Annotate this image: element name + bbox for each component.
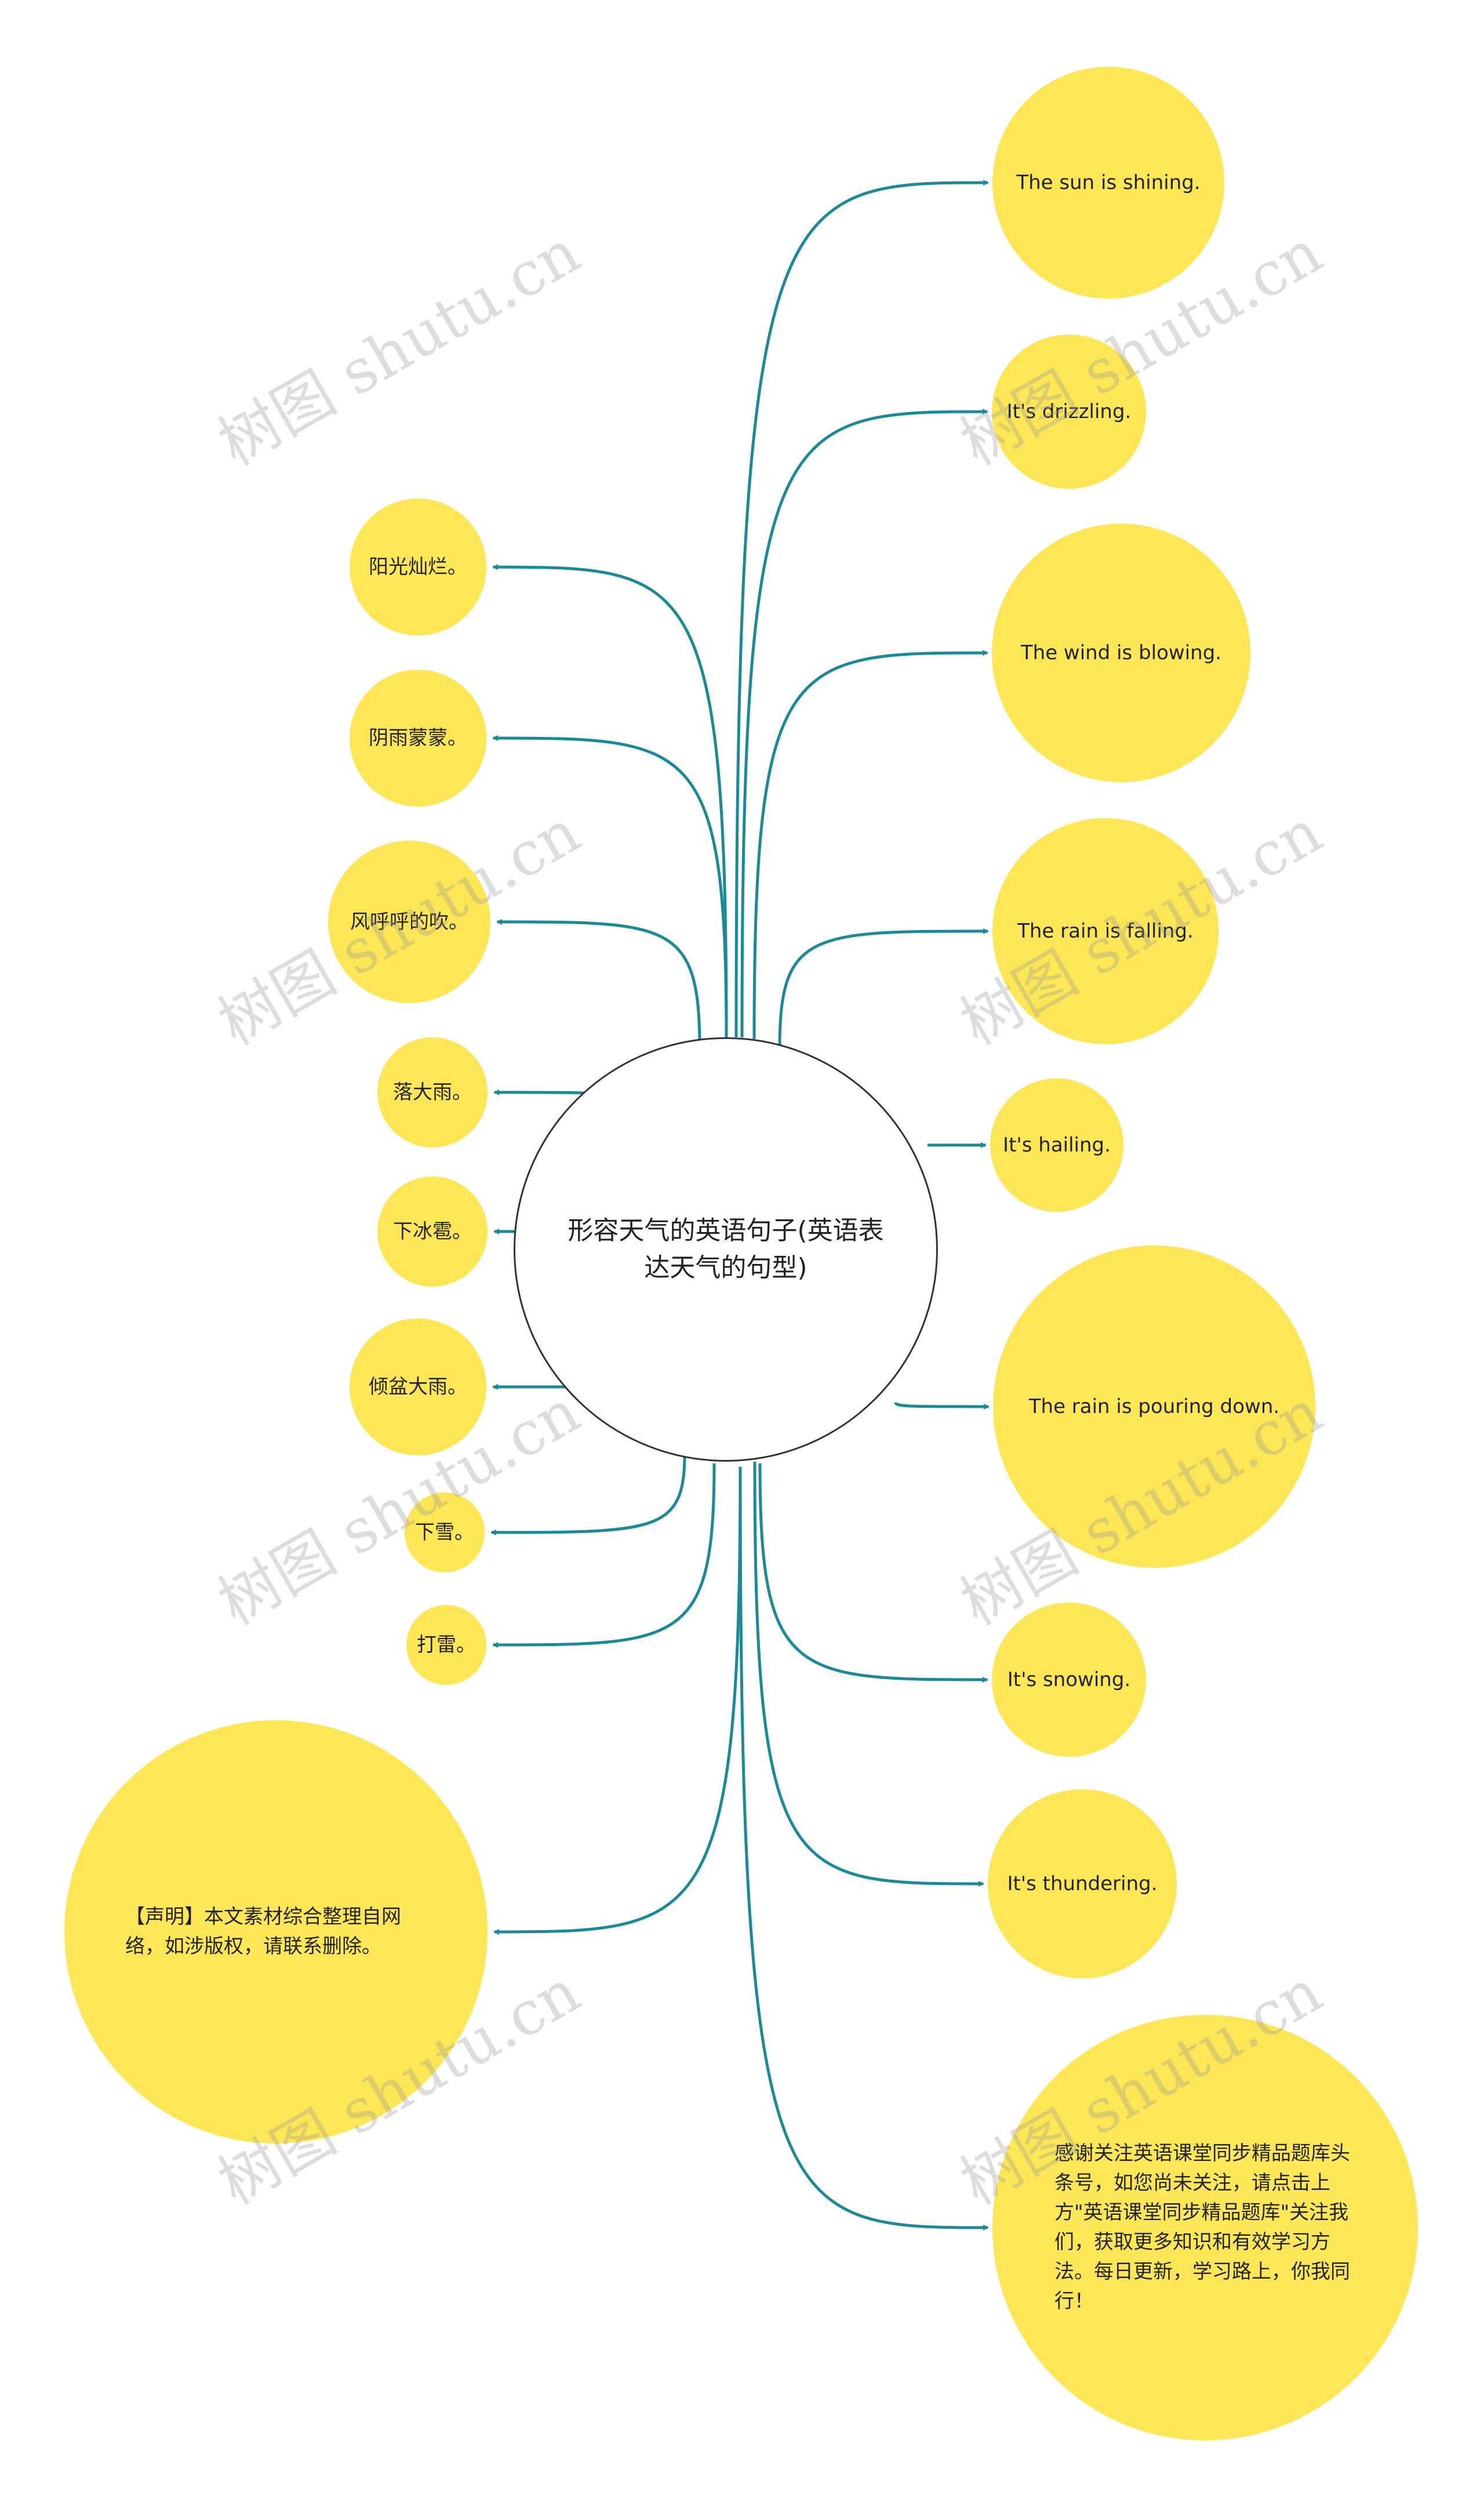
right-node-5[interactable]: It's hailing. <box>990 1078 1123 1212</box>
left-node-label: 下雪。 <box>415 1520 474 1544</box>
right-edge-6 <box>894 1402 990 1409</box>
right-node-1[interactable]: The sun is shining. <box>992 67 1224 299</box>
left-node-8[interactable]: 打雷。 <box>406 1605 486 1685</box>
left-node-9[interactable]: 【声明】本文素材综合整理自网络，如涉版权，请联系删除。 <box>64 1720 488 2144</box>
left-edge-1 <box>492 564 728 1038</box>
left-node-6[interactable]: 倾盆大雨。 <box>350 1318 486 1455</box>
left-node-1[interactable]: 阳光灿烂。 <box>350 499 486 635</box>
left-edge-9 <box>493 1466 742 1935</box>
right-edge-1 <box>734 180 989 1038</box>
right-edge-7 <box>758 1463 988 1683</box>
left-edge-2 <box>492 735 728 1038</box>
right-node-6[interactable]: The rain is pouring down. <box>993 1245 1315 1568</box>
left-node-5[interactable]: 下冰雹。 <box>377 1176 488 1287</box>
right-edge-9 <box>739 1466 989 2230</box>
right-node-4[interactable]: The rain is falling. <box>992 818 1219 1044</box>
left-edge-7 <box>490 1454 686 1535</box>
right-node-3[interactable]: The wind is blowing. <box>992 524 1250 782</box>
left-node-label: 下冰雹。 <box>393 1219 472 1243</box>
left-node-label: 倾盆大雨。 <box>369 1375 467 1398</box>
right-node-8[interactable]: It's thundering. <box>988 1789 1177 1978</box>
right-node-label: The sun is shining. <box>1016 170 1201 194</box>
left-node-7[interactable]: 下雪。 <box>405 1492 485 1572</box>
left-node-label: 阳光灿烂。 <box>369 555 467 579</box>
right-node-label: It's thundering. <box>1007 1872 1158 1895</box>
right-node-label: 感谢关注英语课堂同步精品题库头条号，如您尚未关注，请点击上方"英语课堂同步精品题… <box>1054 2142 1350 2313</box>
right-node-label: The rain is pouring down. <box>1028 1394 1280 1418</box>
right-node-label: It's hailing. <box>1003 1133 1111 1157</box>
left-node-label: 风呼呼的吹。 <box>350 910 468 933</box>
left-edge-4 <box>493 1089 595 1096</box>
left-node-4[interactable]: 落大雨。 <box>377 1037 488 1147</box>
right-node-9[interactable]: 感谢关注英语课堂同步精品题库头条号，如您尚未关注，请点击上方"英语课堂同步精品题… <box>992 2015 1418 2440</box>
left-node-label: 阴雨蒙蒙。 <box>369 726 467 750</box>
right-node-2[interactable]: It's drizzling. <box>992 335 1146 489</box>
right-node-label: The rain is falling. <box>1017 919 1194 943</box>
left-node-label: 落大雨。 <box>393 1080 472 1104</box>
center-topic-label: 形容天气的英语句子(英语表达天气的句型) <box>568 1216 884 1283</box>
left-node-3[interactable]: 风呼呼的吹。 <box>328 841 490 1003</box>
left-edge-3 <box>496 919 701 1049</box>
right-edge-2 <box>740 409 988 1038</box>
center-topic[interactable]: 形容天气的英语句子(英语表达天气的句型) <box>514 1037 938 1462</box>
right-node-label: The wind is blowing. <box>1020 641 1222 664</box>
right-node-7[interactable]: It's snowing. <box>992 1603 1146 1757</box>
right-node-label: It's snowing. <box>1007 1668 1131 1691</box>
left-node-2[interactable]: 阴雨蒙蒙。 <box>350 670 486 807</box>
left-node-label: 打雷。 <box>417 1633 476 1656</box>
right-edge-8 <box>753 1461 984 1887</box>
right-edge-4 <box>778 928 989 1049</box>
left-edge-8 <box>492 1463 716 1648</box>
right-edge-3 <box>752 650 988 1040</box>
left-node-label: 【声明】本文素材综合整理自网络，如涉版权，请联系删除。 <box>125 1905 401 1958</box>
right-node-label: It's drizzling. <box>1006 399 1132 423</box>
